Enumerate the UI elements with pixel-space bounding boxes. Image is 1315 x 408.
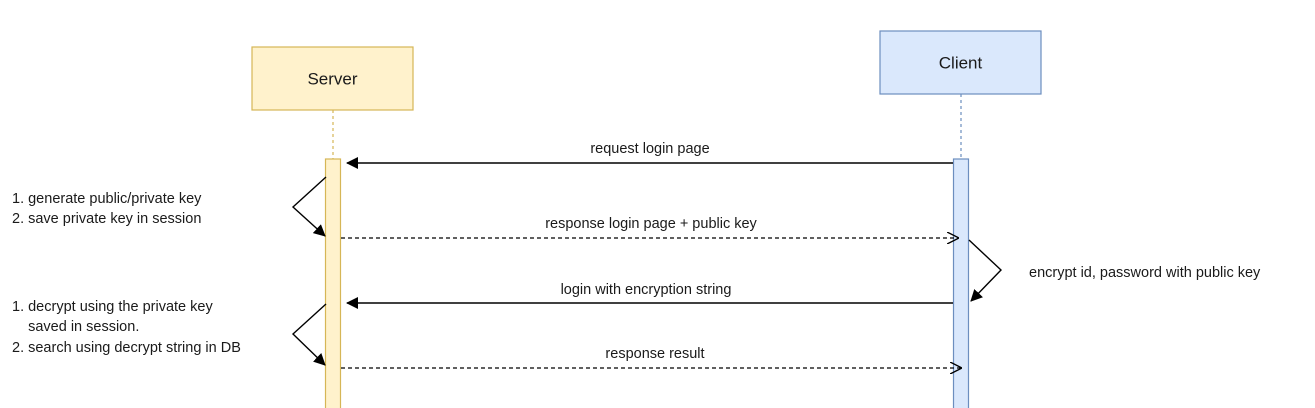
server-note-2-line-3: 2. search using decrypt string in DB [12, 340, 241, 356]
server-note-2-line-2: saved in session. [12, 319, 139, 335]
client-actor-box[interactable] [879, 30, 1042, 95]
client-actor-label: Client [939, 54, 983, 73]
server-activation-bar[interactable] [324, 158, 342, 408]
server-note-1-line-1: 1. generate public/private key [12, 191, 202, 207]
server-actor-label: Server [307, 70, 357, 89]
client-activation-bar[interactable] [952, 158, 970, 408]
client-self-call-arrow[interactable] [968, 239, 1002, 302]
message-response-login-page-label: response login page + public key [545, 216, 757, 232]
server-note-1-line-2: 2. save private key in session [12, 211, 201, 227]
message-request-login-page-label: request login page [590, 141, 709, 157]
client-note-line-1: encrypt id, password with public key [1029, 265, 1261, 281]
server-note-2-line-1: 1. decrypt using the private key [12, 299, 213, 315]
server-self-call-2-arrow[interactable] [291, 303, 327, 366]
message-login-encryption-label: login with encryption string [561, 282, 732, 298]
server-self-call-1-arrow[interactable] [291, 176, 327, 237]
message-response-result-label: response result [605, 346, 704, 362]
server-actor-box[interactable] [251, 46, 414, 111]
